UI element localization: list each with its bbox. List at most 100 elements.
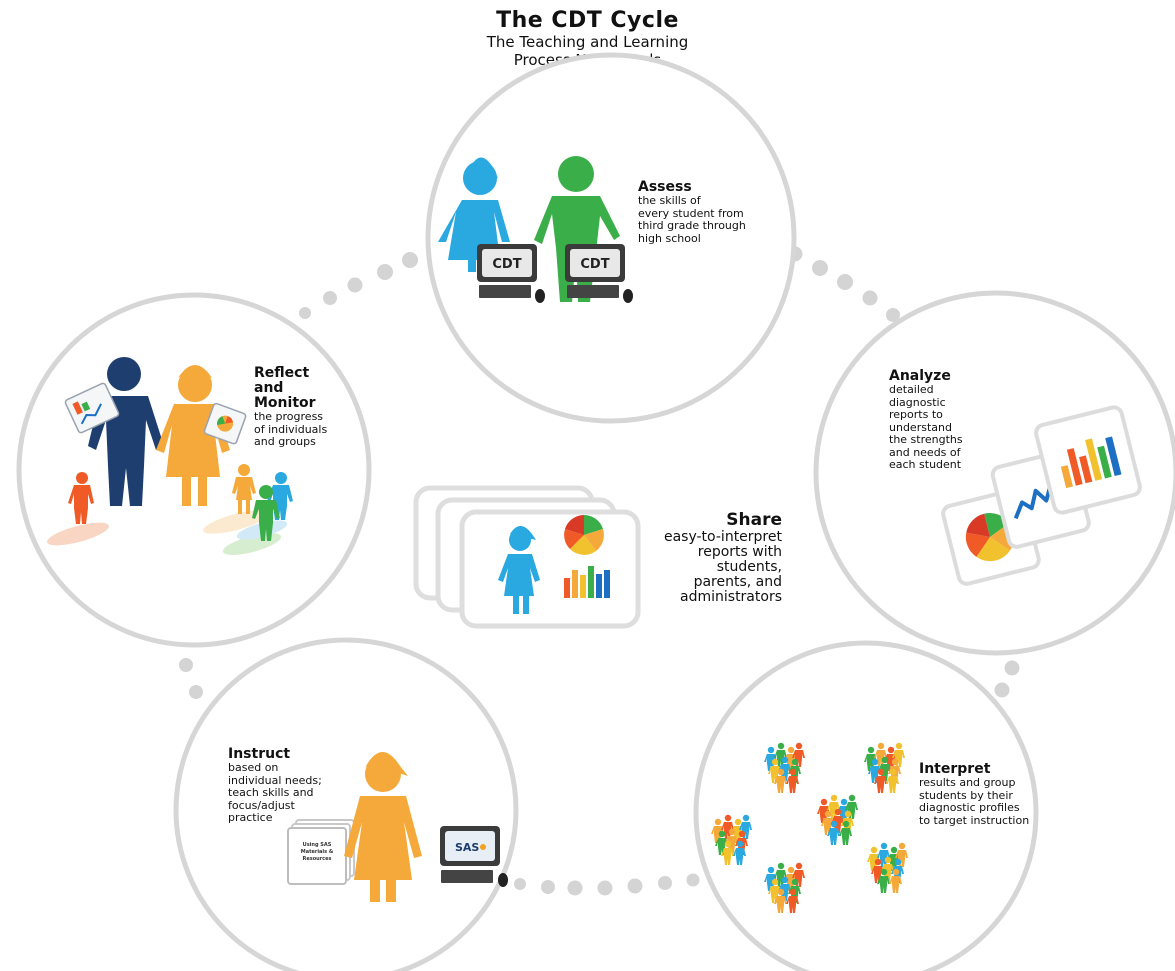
connector-dot [686,873,700,887]
student-figure [725,828,738,853]
analyze-label: Analyze detailed diagnostic reports to u… [889,369,963,472]
student-figure [868,758,881,783]
student-figure [786,768,799,793]
book-label-line-3: Resources [302,856,331,862]
student-figure [845,794,858,819]
student-figure [871,858,884,883]
student-figure [774,888,787,913]
assess-monitor-1-label: CDT [492,257,521,272]
assess-label: Assess the skills of every student from … [638,180,746,245]
reflect-report-paper-right [203,402,247,445]
book-label-line-2: Materials & [301,849,334,855]
share-label: Share easy-to-interpret reports with stu… [620,510,782,605]
student-figure [768,878,781,903]
reflect-heading-line-1: Reflect [254,365,310,381]
connector-dot [514,878,526,890]
student-figure [874,768,887,793]
student-figure [733,840,746,865]
student-figure [764,866,777,891]
student-figure [792,742,805,767]
reflect-monitor-label: Reflect and Monitor the progress of indi… [254,366,327,449]
student-figure [721,814,734,839]
student-figure [774,768,787,793]
analyze-desc-line-4: understand [889,420,952,434]
reflect-desc-line-1: the progress [254,410,324,423]
reflect-student-yellow [232,464,256,514]
connector-dot [1004,660,1020,676]
share-desc-line-2: reports with [697,544,782,560]
analyze-desc-line-2: diagnostic [889,395,946,409]
connector-dot [402,252,418,268]
assess-monitor-1: CDT [477,244,545,303]
assess-monitor-2: CDT [565,244,633,303]
interpret-desc-line-4: to target instruction [919,813,1030,827]
assess-heading: Assess [638,179,692,195]
reflect-report-paper-left [64,382,120,434]
connector-dot [347,277,363,293]
student-figure [867,846,880,871]
analyze-desc-line-1: detailed [889,383,934,396]
instruct-teacher-orange-figure [344,752,422,902]
student-figure [895,842,908,867]
share-pie-chart [564,515,604,555]
interpret-student-groups [711,742,908,913]
student-figure [711,818,724,843]
interpret-label: Interpret results and group students by … [919,762,1029,827]
share-heading: Share [726,510,782,530]
connector-dot [658,876,672,890]
instruct-desc-line-4: focus/adjust [228,798,295,812]
interpret-desc-line-3: diagnostic profiles [919,801,1020,814]
instruct-desc-line-3: teach skills and [228,786,314,799]
analyze-desc-line-6: and needs of [889,445,961,459]
assess-desc-line-1: the skills of [638,194,701,207]
connector-dot [323,291,337,305]
student-figure [792,862,805,887]
reflect-desc-line-2: of individuals [254,422,328,436]
diagram-title: The CDT Cycle [496,8,679,33]
reflect-desc-line-3: and groups [254,435,316,448]
student-figure [821,810,834,835]
instruct-desc-line-1: based on [228,761,279,774]
student-figure [739,814,752,839]
connector-dot [862,290,878,306]
student-figure [786,888,799,913]
student-figure [778,876,791,901]
student-figure [715,830,728,855]
student-figure [889,868,902,893]
connector-dot [377,264,393,280]
student-figure [864,746,877,771]
book-label-line-1: Using SAS [303,842,332,848]
connector-dot [812,260,828,276]
instruct-monitor-label: SAS [455,841,479,854]
student-figure [892,742,905,767]
instruct-label: Instruct based on individual needs; teac… [228,747,322,825]
instruct-heading: Instruct [228,746,291,762]
assess-circle [425,52,797,424]
interpret-desc-line-1: results and group [919,776,1016,789]
student-figure [817,798,830,823]
student-figure [878,756,891,781]
connector-dot [597,880,613,896]
reflect-student-green [252,485,280,541]
assess-desc-line-4: high school [638,231,701,245]
analyze-desc-line-3: reports to [889,408,943,421]
student-figure [721,840,734,865]
student-figure [764,746,777,771]
connector-dot [567,880,583,896]
connector-dot [627,878,643,894]
instruct-sas-monitor: SAS [440,826,508,887]
student-figure [881,856,894,881]
connector-dot [179,658,193,672]
student-figure [839,820,852,845]
assess-desc-line-3: third grade through [638,219,746,232]
student-figure [874,742,887,767]
interpret-desc-line-2: students by their [919,788,1013,802]
connector-dot [541,880,555,894]
instruct-materials-book-stack: Using SAS Materials & Resources [287,819,355,885]
share-desc-line-1: easy-to-interpret [663,529,782,545]
student-figure [768,758,781,783]
student-figure [774,742,787,767]
analyze-desc-line-7: each student [889,458,962,471]
